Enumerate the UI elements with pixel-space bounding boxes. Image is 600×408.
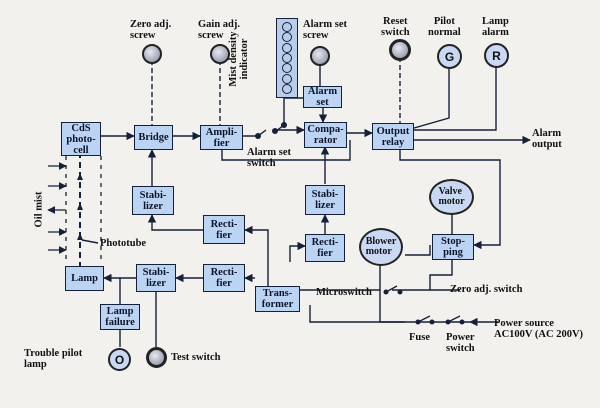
wire-phototube-lead <box>81 239 99 244</box>
trouble-pilot-lamp-label: Trouble pilot lamp <box>24 348 83 370</box>
phototube-arrow <box>77 203 83 210</box>
alarm-set-screw-dial[interactable] <box>310 46 330 66</box>
wire-trans-rect-mid <box>244 225 269 288</box>
fuse-symbol <box>417 315 431 323</box>
microswitch-blade <box>385 285 398 293</box>
bridge-block: Bridge <box>134 125 173 150</box>
lamp-failure-block: Lamp failure <box>100 304 140 330</box>
output-relay-block: Output relay <box>372 123 414 150</box>
wire-power <box>309 305 470 323</box>
zero-adj-screw-label: Zero adj. screw <box>130 19 172 41</box>
alarm-set-block: Alarm set <box>303 86 342 108</box>
fuse-label: Fuse <box>409 332 430 343</box>
stopping-block: Stop- ping <box>432 234 474 260</box>
pilot-normal-label: Pilot normal <box>428 16 461 38</box>
comparator-block: Compa- rator <box>304 122 347 148</box>
wire-pilot-g <box>413 68 450 129</box>
trouble-pilot-lamp: O <box>108 348 131 371</box>
fuse-contact <box>429 319 435 325</box>
microswitch-label: Microswitch <box>316 287 372 298</box>
rectifier-right-block: Recti- fier <box>305 234 345 262</box>
wire-amp-fb <box>221 140 351 161</box>
rectifier-lower-block: Recti- fier <box>203 264 245 292</box>
lamp-alarm-lamp: R <box>484 43 509 68</box>
wire-stop-microsw <box>429 258 460 291</box>
zero-adj-switch-label: Zero adj. switch <box>450 284 523 295</box>
wire-relay-stop <box>399 150 501 250</box>
wire-lamp-r <box>414 68 497 131</box>
cds-photocell-block: CdS photo- cell <box>61 122 101 156</box>
alarm-set-switch-label: Alarm set switch <box>247 147 292 169</box>
test-switch-button[interactable] <box>146 347 167 368</box>
reset-switch-label: Reset switch <box>381 16 410 38</box>
phototube-arrow <box>77 173 83 180</box>
switch-contact <box>255 133 261 139</box>
wire-blower-stop <box>405 245 431 256</box>
wire-trans-rect-right <box>289 241 306 262</box>
pilot-normal-lamp: G <box>437 44 462 69</box>
lamp-block: Lamp <box>65 266 104 291</box>
rectifier-mid-block: Recti- fier <box>203 215 245 244</box>
alarm-set-screw-label: Alarm set screw <box>303 19 348 41</box>
stabilizer-upper-block: Stabi- lizer <box>132 186 174 215</box>
gain-adj-screw-dial[interactable] <box>210 44 230 64</box>
lamp-alarm-label: Lamp alarm <box>482 16 509 38</box>
blower-motor: Blower motor <box>359 228 403 266</box>
reset-switch-button[interactable] <box>389 39 411 61</box>
wire-zeroadj-sw <box>379 290 405 323</box>
stabilizer-lower-block: Stabi- lizer <box>136 264 176 292</box>
switch-contact <box>272 128 278 134</box>
mist-density-indicator-label: Mist density indicator <box>228 31 250 87</box>
oil-mist-label: Oil mist <box>33 191 45 228</box>
wire-amp-switch <box>243 129 267 137</box>
amplifier-block: Ampli- fier <box>200 125 243 150</box>
stabilizer-right-block: Stabi- lizer <box>305 185 345 215</box>
gain-adj-screw-label: Gain adj. screw <box>198 19 241 41</box>
mist-density-indicator <box>276 18 298 98</box>
power-source-label: Power source AC100V (AC 200V) <box>494 318 584 340</box>
test-switch-label: Test switch <box>171 352 221 363</box>
power-switch-blade <box>447 315 461 323</box>
phototube-label: Phototube <box>100 238 147 249</box>
valve-motor: Valve motor <box>429 179 474 215</box>
power-switch-label: Power switch <box>446 332 475 354</box>
switch-contact <box>281 122 287 128</box>
wire-trans-microsw <box>300 262 381 291</box>
microswitch-contact <box>397 289 403 295</box>
wire-rect-stab <box>147 214 203 231</box>
power-switch-contact <box>459 319 465 325</box>
transformer-block: Trans- former <box>255 286 300 312</box>
alarm-output-label: Alarm output <box>532 128 562 150</box>
zero-adj-screw-dial[interactable] <box>142 44 162 64</box>
phototube-arrow <box>77 233 83 240</box>
